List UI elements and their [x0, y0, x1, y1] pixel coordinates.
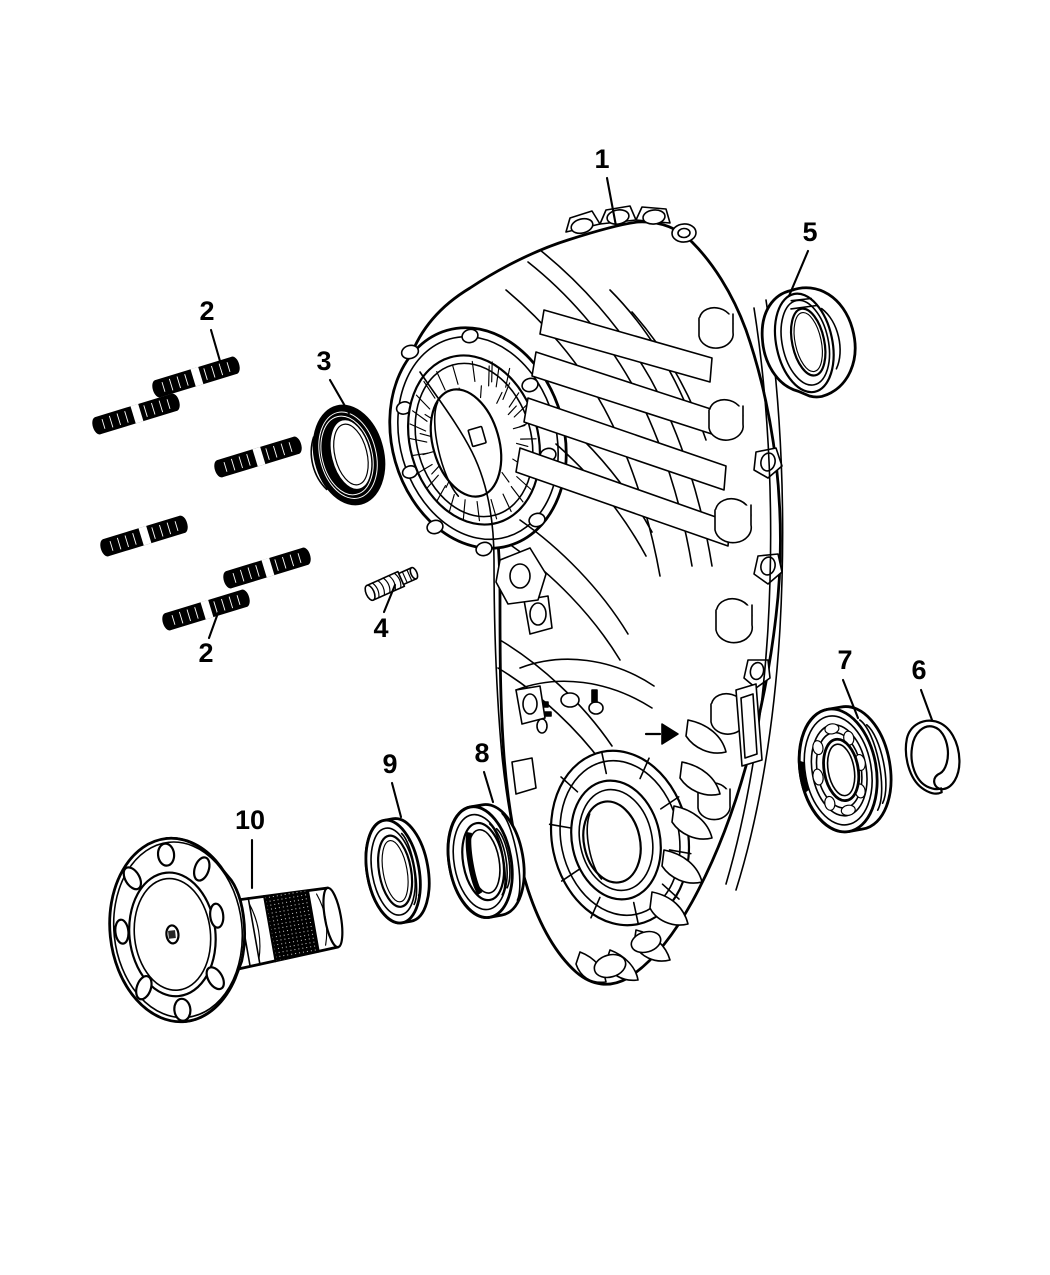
bearing-race-sleeve — [446, 803, 526, 919]
transfer-case-housing — [388, 205, 784, 986]
callout-6[interactable]: 6 — [911, 655, 934, 722]
callout-10[interactable]: 10 — [235, 805, 265, 890]
callout-1-label: 1 — [594, 144, 609, 174]
stud — [162, 589, 250, 631]
callout-5-leader — [787, 249, 810, 298]
callout-9[interactable]: 9 — [382, 749, 403, 819]
vent-fitting — [364, 566, 419, 602]
callout-8-label: 8 — [474, 738, 489, 768]
ball-bearing — [797, 705, 893, 834]
callout-2-lower[interactable]: 2 — [198, 611, 220, 668]
callout-5-label: 5 — [802, 217, 817, 247]
output-bore-area — [515, 658, 727, 984]
callout-2-lower-leader — [207, 611, 220, 640]
callout-6-leader — [919, 688, 934, 722]
callout-layer: 1 2 3 5 4 2 — [198, 144, 934, 890]
stud — [92, 393, 180, 435]
callout-5[interactable]: 5 — [787, 217, 818, 298]
callout-4-leader — [382, 583, 397, 614]
callout-1[interactable]: 1 — [594, 144, 618, 228]
output-flange-shaft — [108, 836, 344, 1024]
callout-2-upper-label: 2 — [199, 296, 214, 326]
snap-ring — [904, 719, 961, 795]
callout-10-label: 10 — [235, 805, 265, 835]
housing-bolt-bosses — [697, 306, 754, 821]
callout-4-label: 4 — [373, 613, 388, 643]
callout-7-label: 7 — [837, 645, 852, 675]
seal-ring-small — [364, 817, 431, 925]
callout-3-label: 3 — [316, 346, 331, 376]
callout-2-lower-label: 2 — [198, 638, 213, 668]
callout-8-leader — [482, 770, 495, 804]
callout-4[interactable]: 4 — [373, 583, 397, 643]
stud — [223, 547, 311, 589]
callout-9-label: 9 — [382, 749, 397, 779]
oil-seal-output — [760, 286, 857, 399]
callout-7[interactable]: 7 — [837, 645, 860, 720]
callout-3-leader — [328, 378, 351, 415]
input-bore-flange — [388, 326, 568, 557]
callout-6-label: 6 — [911, 655, 926, 685]
stud — [152, 356, 240, 398]
callout-9-leader — [390, 781, 403, 819]
callout-2-upper[interactable]: 2 — [199, 296, 224, 370]
callout-7-leader — [841, 678, 860, 720]
callout-8[interactable]: 8 — [474, 738, 495, 804]
stud-group — [92, 356, 311, 631]
stud — [214, 436, 302, 478]
callout-1-leader — [605, 176, 618, 228]
callout-2-upper-leader — [209, 328, 224, 370]
callout-3[interactable]: 3 — [316, 346, 351, 415]
stud — [100, 515, 188, 557]
oil-seal-input — [310, 404, 386, 506]
